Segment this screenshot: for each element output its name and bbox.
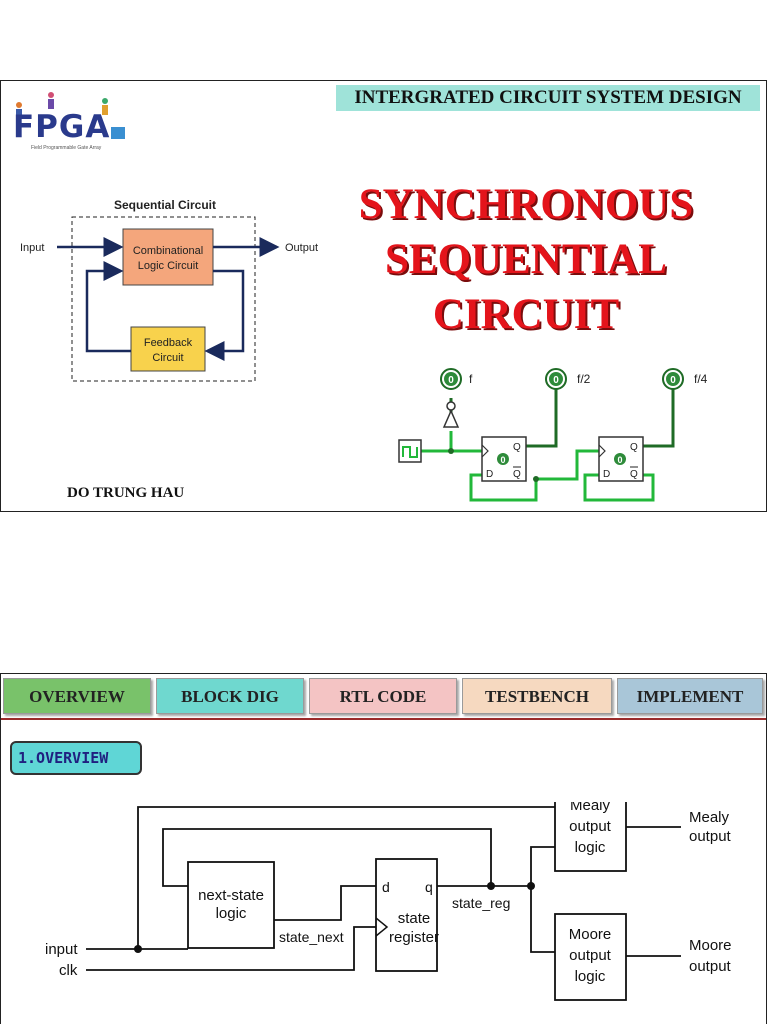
section-label: 1.OVERVIEW (10, 741, 142, 775)
logo-figures-icon (16, 92, 125, 139)
fpga-logo: FPGA Field Programmable Gate Array (7, 87, 133, 161)
next-state-logic-block (187, 861, 275, 949)
moore-output-label-2: output (689, 958, 732, 975)
overview-slide: OVERVIEW BLOCK DIG RTL CODE TESTBENCH IM… (0, 673, 767, 1024)
mealy-label-3: logic (575, 839, 606, 856)
combinational-block (122, 228, 214, 286)
tab-divider (1, 718, 766, 720)
mealy-output-label-1: Mealy (689, 809, 730, 826)
moore-label-1: Moore (569, 926, 612, 943)
fb-label-2: Circuit (152, 352, 183, 364)
ff1-q: Q (513, 442, 521, 453)
sequential-circuit-diagram: Sequential Circuit Combinational Logic C… (20, 198, 318, 382)
ff2-qbar: Q (630, 469, 638, 480)
state-reg-label: state_reg (452, 895, 510, 911)
state-reg-label-1: state (398, 910, 431, 927)
feedback-block (130, 326, 206, 372)
ff1-d: D (486, 469, 493, 480)
state-next-label: state_next (279, 929, 344, 945)
tab-block-dig[interactable]: BLOCK DIG (156, 678, 304, 714)
probe-f4-icon (662, 368, 684, 390)
title-line-3: CIRCUIT (432, 291, 620, 338)
seq-boundary (71, 216, 256, 382)
tab-testbench[interactable]: TESTBENCH (462, 678, 612, 714)
probe-f-icon (440, 368, 462, 390)
ff2-d: D (603, 469, 610, 480)
title-slide: INTERGRATED CIRCUIT SYSTEM DESIGN FPGA F… (0, 80, 767, 512)
logo-text: FPGA (13, 109, 111, 145)
input-label: input (45, 941, 78, 958)
moore-label-3: logic (575, 968, 606, 985)
slide-title: SYNCHRONOUS SEQUENTIAL CIRCUIT (331, 177, 721, 342)
fb-label-1: Feedback (144, 337, 193, 349)
probe-f2-value: 0 (553, 375, 559, 386)
logo-subtitle: Field Programmable Gate Array (31, 145, 102, 151)
ff1-qbar: Q (513, 469, 521, 480)
fsm-block-diagram: next-state logic d q state register Meal… (45, 802, 732, 1001)
moore-output-label-1: Moore (689, 937, 732, 954)
label-f: f (469, 372, 473, 386)
seq-input-label: Input (20, 242, 44, 254)
probe-f2-icon (545, 368, 567, 390)
comb-label-1: Combinational (133, 245, 203, 257)
moore-label-2: output (569, 947, 612, 964)
reg-q: q (425, 879, 433, 895)
frequency-divider-diagram: 0 f 0 f/2 0 f/4 Q Q D 0 Q Q D 0 (398, 368, 708, 502)
tab-bar: OVERVIEW BLOCK DIG RTL CODE TESTBENCH IM… (1, 674, 766, 720)
state-register-block (375, 858, 438, 972)
mealy-label-1: Mealy (570, 802, 611, 814)
ff2-state: 0 (617, 455, 622, 465)
flip-flop-1 (481, 436, 527, 482)
state-reg-label-2: register (389, 929, 439, 946)
seq-title: Sequential Circuit (114, 198, 216, 212)
label-f4: f/4 (694, 372, 708, 386)
next-state-label-2: logic (216, 905, 247, 922)
next-state-label-1: next-state (198, 887, 264, 904)
mealy-output-label-2: output (689, 828, 732, 845)
author-name: DO TRUNG HAU (67, 485, 185, 501)
comb-label-2: Logic Circuit (138, 260, 199, 272)
tab-overview[interactable]: OVERVIEW (3, 678, 151, 714)
tab-implement[interactable]: IMPLEMENT (617, 678, 763, 714)
moore-output-logic-block (554, 913, 627, 1001)
title-line-2: SEQUENTIAL (385, 236, 667, 283)
probe-f-value: 0 (448, 375, 454, 386)
probe-f4-value: 0 (670, 375, 676, 386)
mealy-label-2: output (569, 818, 612, 835)
reg-d: d (382, 879, 390, 895)
ff1-state: 0 (500, 455, 505, 465)
mealy-output-logic-block (554, 802, 627, 872)
clk-label: clk (59, 962, 78, 979)
inverter-icon (442, 409, 460, 428)
course-title: INTERGRATED CIRCUIT SYSTEM DESIGN (336, 85, 760, 111)
tab-rtl-code[interactable]: RTL CODE (309, 678, 457, 714)
label-f2: f/2 (577, 372, 591, 386)
title-line-1: SYNCHRONOUS (358, 181, 694, 228)
seq-output-label: Output (285, 242, 318, 254)
ff2-q: Q (630, 442, 638, 453)
